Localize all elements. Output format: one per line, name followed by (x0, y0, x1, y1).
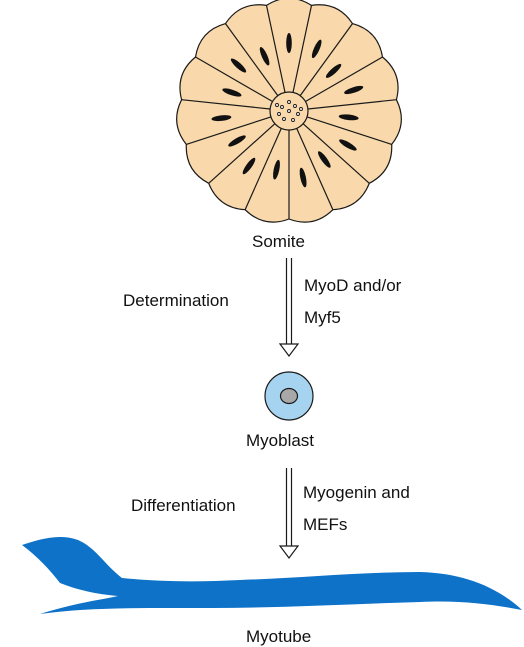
myoblast-cell (265, 372, 313, 420)
somite-nucleus (286, 33, 292, 53)
determination-factors-line-2: Myf5 (304, 309, 341, 326)
lumen-dot (278, 113, 281, 116)
differentiation-label: Differentiation (131, 497, 236, 514)
lumen-dot (300, 108, 303, 111)
lumen-dot (292, 119, 295, 122)
somite-label: Somite (252, 233, 305, 250)
lumen-dot (288, 101, 291, 104)
differentiation-factors-line-1: Myogenin and (303, 484, 410, 501)
determination-label: Determination (123, 292, 229, 309)
determination-factors-line-1: MyoD and/or (304, 277, 401, 294)
myotube-label: Myotube (246, 628, 311, 645)
lumen-dot (283, 118, 286, 121)
myoblast-label: Myoblast (246, 432, 314, 449)
lumen-dot (276, 104, 279, 107)
somite-illustration (177, 0, 402, 222)
myotube-cell (22, 537, 522, 614)
lumen-dot (281, 106, 284, 109)
differentiation-arrow (280, 468, 298, 558)
lumen-dot (288, 110, 291, 113)
determination-arrow (280, 258, 298, 356)
lumen-dot (294, 105, 297, 108)
lumen-dot (297, 113, 300, 116)
differentiation-factors-line-2: MEFs (303, 516, 347, 533)
